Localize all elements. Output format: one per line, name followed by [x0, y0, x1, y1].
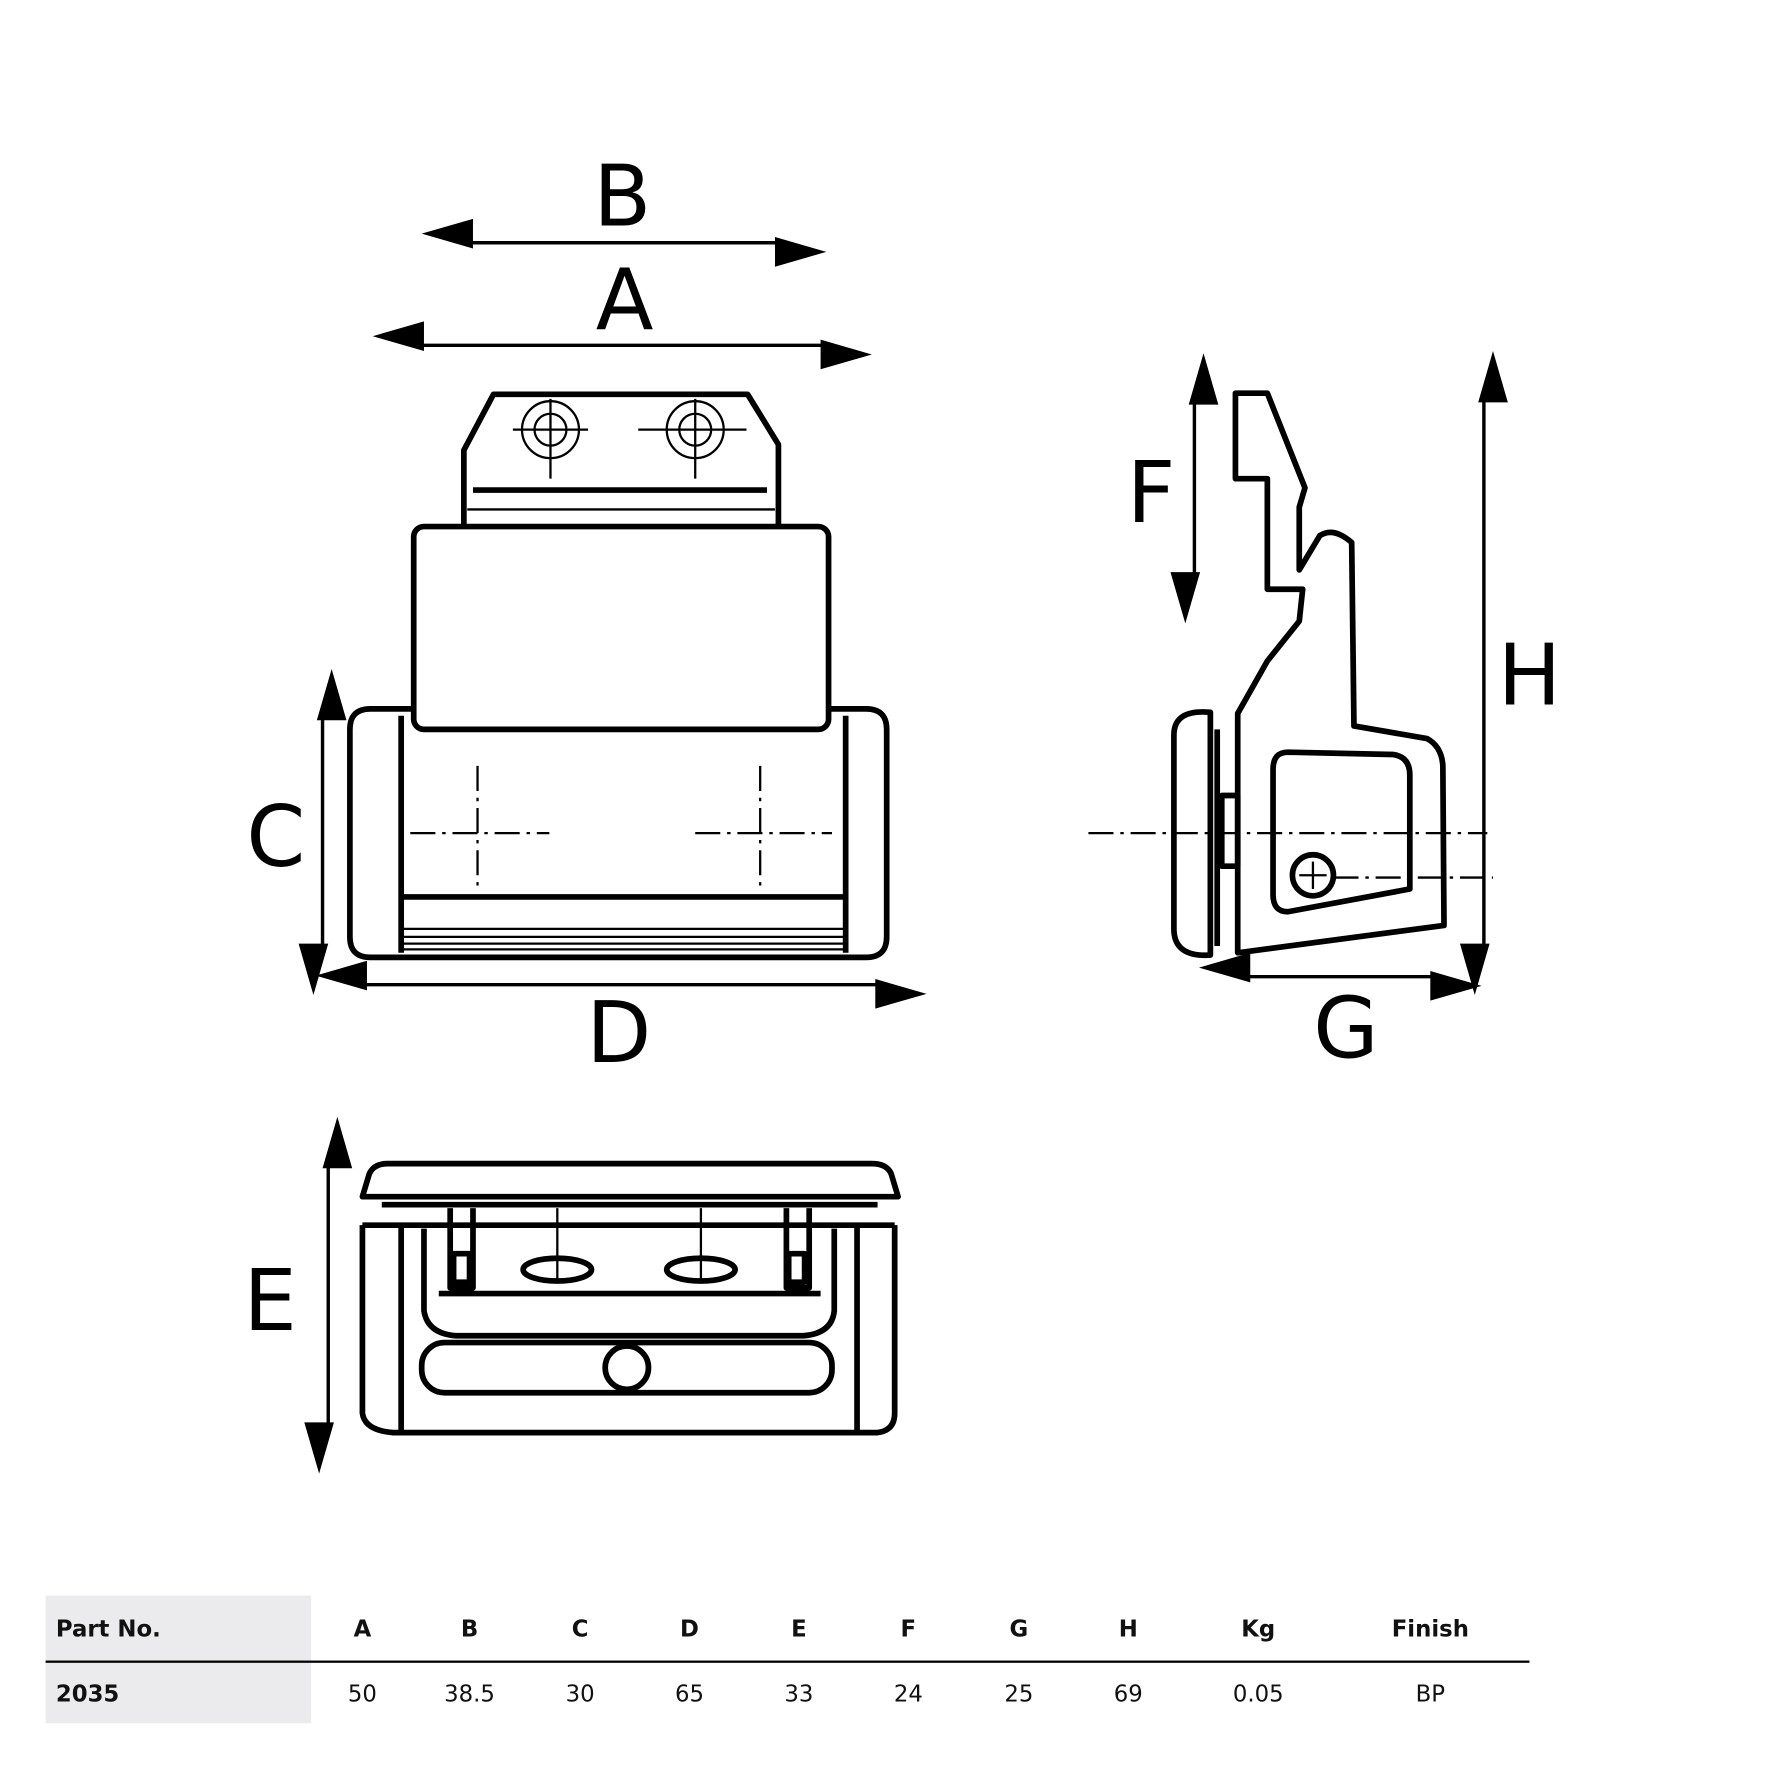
side-view: F H G	[1088, 351, 1561, 1078]
dimension-e-label: E	[243, 1252, 296, 1350]
technical-drawing: B A C D F H	[243, 148, 1561, 1474]
cell-h: 69	[1113, 1679, 1143, 1708]
latch-lever	[410, 523, 832, 733]
header-kg: Kg	[1241, 1614, 1276, 1643]
dimension-d-label: D	[586, 984, 651, 1082]
spec-table: Part No. A B C D E F G H Kg Finish 2035 …	[45, 1595, 1530, 1724]
header-finish: Finish	[1391, 1614, 1469, 1643]
header-g: G	[1009, 1614, 1029, 1643]
latch-body	[359, 1225, 898, 1436]
release-button	[602, 1343, 652, 1393]
cell-e: 33	[784, 1679, 814, 1708]
top-plate	[461, 391, 782, 525]
cell-a: 50	[347, 1679, 377, 1708]
knob	[1171, 709, 1214, 959]
header-divider	[45, 1660, 1530, 1663]
dimension-a-label: A	[596, 251, 654, 349]
cell-g: 25	[1004, 1679, 1034, 1708]
cell-d: 65	[675, 1679, 705, 1708]
header-part-no: Part No.	[55, 1614, 161, 1643]
latch-cover	[359, 1160, 901, 1200]
front-view: B A C D	[246, 148, 927, 1082]
header-b: B	[460, 1614, 479, 1643]
header-c: C	[571, 1614, 589, 1643]
cell-f: 24	[893, 1679, 923, 1708]
dimension-b-label: B	[593, 148, 651, 246]
header-d: D	[680, 1614, 699, 1643]
cell-b: 38.5	[444, 1679, 495, 1708]
dimension-c-label: C	[246, 788, 305, 886]
hook-profile	[1232, 390, 1447, 956]
bottom-view: E	[243, 1116, 901, 1474]
screw-hole-icon	[638, 398, 747, 479]
header-f: F	[900, 1614, 917, 1643]
cell-kg: 0.05	[1232, 1679, 1284, 1708]
dimension-h-label: H	[1498, 626, 1561, 724]
dimension-g-label: G	[1313, 980, 1378, 1078]
dimension-f-label: F	[1127, 444, 1176, 542]
cell-c: 30	[565, 1679, 595, 1708]
screw-hole-icon	[512, 398, 589, 479]
cell-part-no: 2035	[55, 1679, 120, 1708]
cell-finish: BP	[1415, 1679, 1446, 1708]
header-e: E	[791, 1614, 807, 1643]
header-a: A	[353, 1614, 372, 1643]
header-h: H	[1118, 1614, 1138, 1643]
latch-base	[347, 706, 890, 961]
part-no-column-bg	[45, 1595, 312, 1724]
